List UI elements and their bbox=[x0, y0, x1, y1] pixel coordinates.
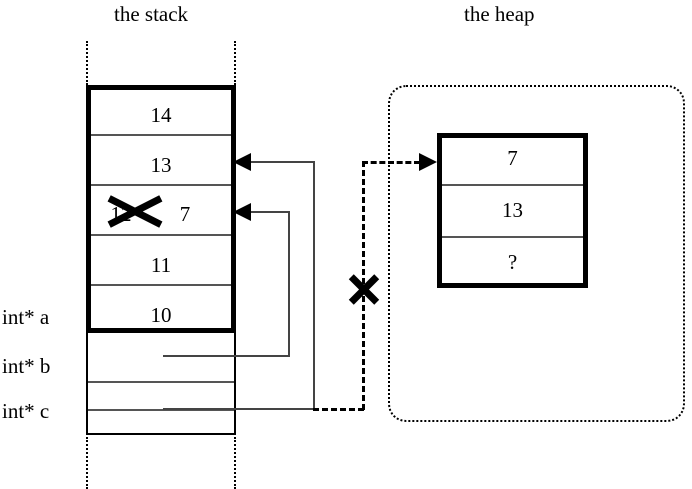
broken-pointer-x-icon bbox=[346, 272, 380, 306]
stack-variable-frame bbox=[86, 333, 236, 435]
pointer-c-arrowhead bbox=[233, 153, 251, 171]
stack-separator-2 bbox=[91, 184, 231, 186]
pointer-c-vertical bbox=[313, 161, 315, 410]
heap-separator-1 bbox=[442, 184, 583, 186]
stack-title: the stack bbox=[114, 2, 189, 26]
stack-guide-bottom-left bbox=[86, 437, 88, 489]
heap-allocated-block bbox=[437, 133, 588, 288]
variable-label-a: int* a bbox=[2, 305, 50, 329]
stack-guide-top-right bbox=[234, 41, 236, 85]
stack-guide-top-left bbox=[86, 41, 88, 85]
heap-cell-value-7: 7 bbox=[507, 146, 518, 170]
stack-allocated-frame bbox=[86, 85, 236, 333]
stack-cell-value-14: 14 bbox=[150, 103, 172, 127]
stack-separator-5 bbox=[88, 381, 234, 383]
dangling-pointer-top-segment bbox=[362, 161, 420, 164]
dangling-pointer-bottom-segment bbox=[313, 408, 364, 411]
heap-region-boundary bbox=[388, 85, 685, 422]
pointer-b-horizontal bbox=[163, 355, 290, 357]
heap-separator-2 bbox=[442, 236, 583, 238]
stack-separator-3 bbox=[91, 234, 231, 236]
pointer-c-arrow-stem bbox=[250, 161, 315, 163]
pointer-b-vertical bbox=[288, 211, 290, 357]
stack-separator-6 bbox=[88, 409, 234, 411]
stack-guide-bottom-right bbox=[234, 437, 236, 489]
stack-cell-value-10: 10 bbox=[150, 303, 172, 327]
pointer-b-arrowhead bbox=[233, 203, 251, 221]
heap-cell-value-unknown: ? bbox=[507, 250, 518, 274]
pointer-b-arrow-stem bbox=[250, 211, 290, 213]
stack-cell-value-7-new: 7 bbox=[179, 202, 191, 226]
stack-separator-1 bbox=[91, 134, 231, 136]
variable-label-b: int* b bbox=[2, 354, 51, 378]
heap-cell-value-13: 13 bbox=[502, 198, 523, 222]
variable-label-c: int* c bbox=[2, 399, 50, 423]
stack-cell-value-11: 11 bbox=[150, 253, 172, 277]
heap-title: the heap bbox=[464, 2, 535, 26]
stack-separator-4 bbox=[91, 284, 231, 286]
pointer-c-horizontal bbox=[163, 408, 315, 410]
stack-cell-value-13: 13 bbox=[150, 153, 172, 177]
